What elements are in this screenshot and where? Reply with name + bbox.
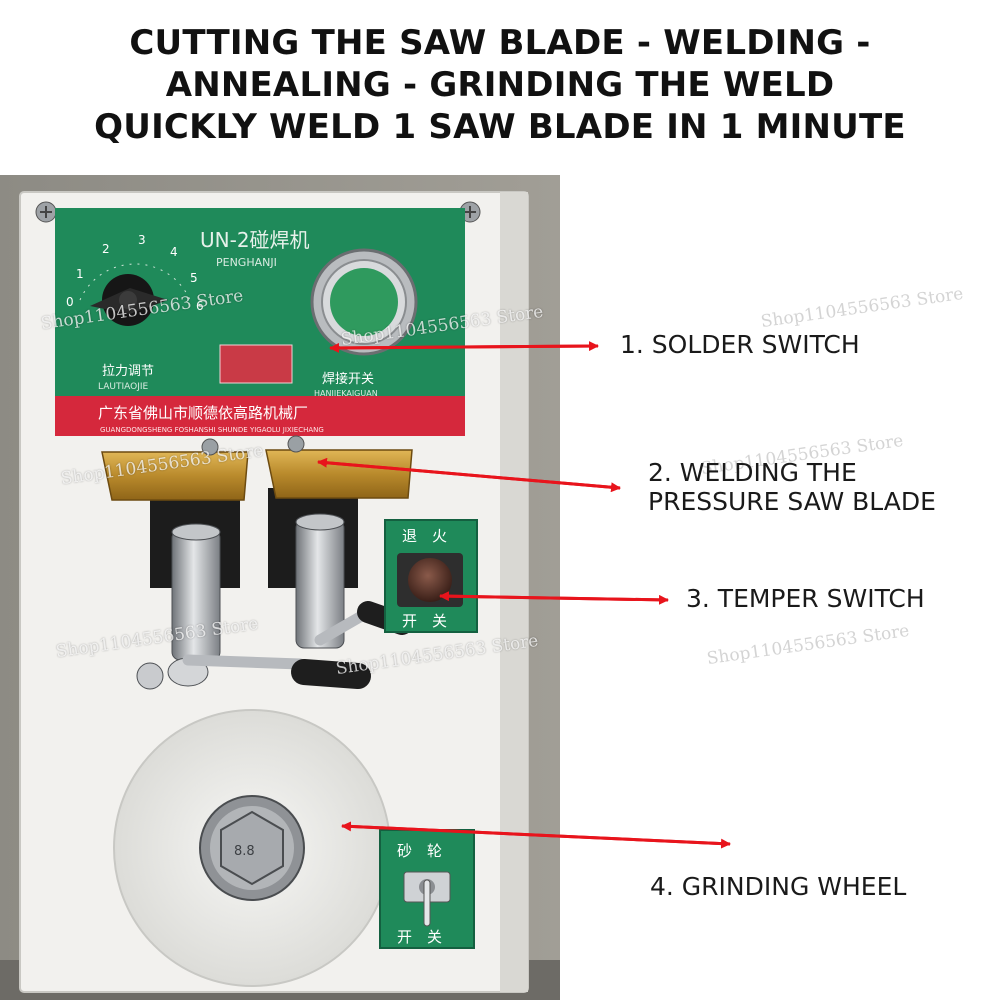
grind-label-top: 砂 轮 (397, 842, 442, 860)
weld-switch-pinyin: HANJIEKAIGUAN (314, 389, 378, 398)
callout-welding-line-1: 2. WELDING THE (648, 458, 857, 487)
model-pinyin: PENGHANJI (216, 256, 277, 269)
headline-line-3: QUICKLY WELD 1 SAW BLADE IN 1 MINUTE (94, 107, 906, 147)
maker-pinyin: GUANGDONGSHENG FOSHANSHI SHUNDE YIGAOLU … (100, 426, 324, 434)
weld-switch-label: 焊接开关 (322, 371, 374, 387)
left-brass-clamp (101, 451, 249, 501)
dial-number: 4 (170, 245, 178, 259)
grinding-wheel (113, 709, 391, 987)
right-brass-clamp (265, 449, 413, 499)
callout-solder-switch: 1. SOLDER SWITCH (620, 330, 860, 359)
model-label: UN-2碰焊机 (200, 228, 310, 252)
machine-side-edge (500, 192, 528, 992)
callout-welding-line-2: PRESSURE SAW BLADE (648, 487, 936, 516)
temper-switch-button[interactable] (397, 553, 463, 607)
maker-sticker (219, 344, 293, 384)
tension-label: 拉力调节 (102, 364, 154, 379)
toggle-switch-icon[interactable] (403, 871, 451, 927)
grind-label-bottom: 开 关 (397, 928, 442, 946)
dial-number: 2 (102, 242, 110, 256)
callout-temper-switch: 3. TEMPER SWITCH (686, 584, 925, 613)
headline-line-1: CUTTING THE SAW BLADE - WELDING - (129, 23, 871, 63)
left-pressure-cylinder (171, 529, 221, 661)
tension-knob[interactable] (90, 274, 168, 326)
dial-number: 1 (76, 267, 84, 281)
dial-number: 3 (138, 233, 146, 247)
dial-number: 6 (196, 299, 204, 313)
anneal-label-bottom: 开 关 (402, 612, 447, 630)
solder-switch-button[interactable] (310, 248, 418, 356)
lever-arm[interactable] (182, 654, 306, 670)
maker-name: 广东省佛山市顺德依高路机械厂 (98, 404, 308, 422)
screw-icon (35, 201, 57, 223)
anneal-label-top: 退 火 (402, 527, 447, 545)
lever-handle[interactable] (291, 659, 371, 689)
callout-grinding-wheel: 4. GRINDING WHEEL (650, 872, 907, 901)
tension-pinyin: LAUTIAOJIE (98, 382, 149, 392)
wheel-bolt-icon (220, 810, 284, 886)
headline-line-2: ANNEALING - GRINDING THE WELD (165, 65, 835, 105)
dial-number: 5 (190, 271, 198, 285)
bolt-mark: 8.8 (234, 844, 255, 859)
headline: CUTTING THE SAW BLADE - WELDING - ANNEAL… (0, 22, 1000, 148)
machine-photo: UN-2碰焊机 PENGHANJI 0 1 2 3 4 5 6 拉力调节 LAU… (0, 175, 731, 1000)
maker-strip (55, 396, 465, 436)
dial-number: 0 (66, 295, 74, 309)
